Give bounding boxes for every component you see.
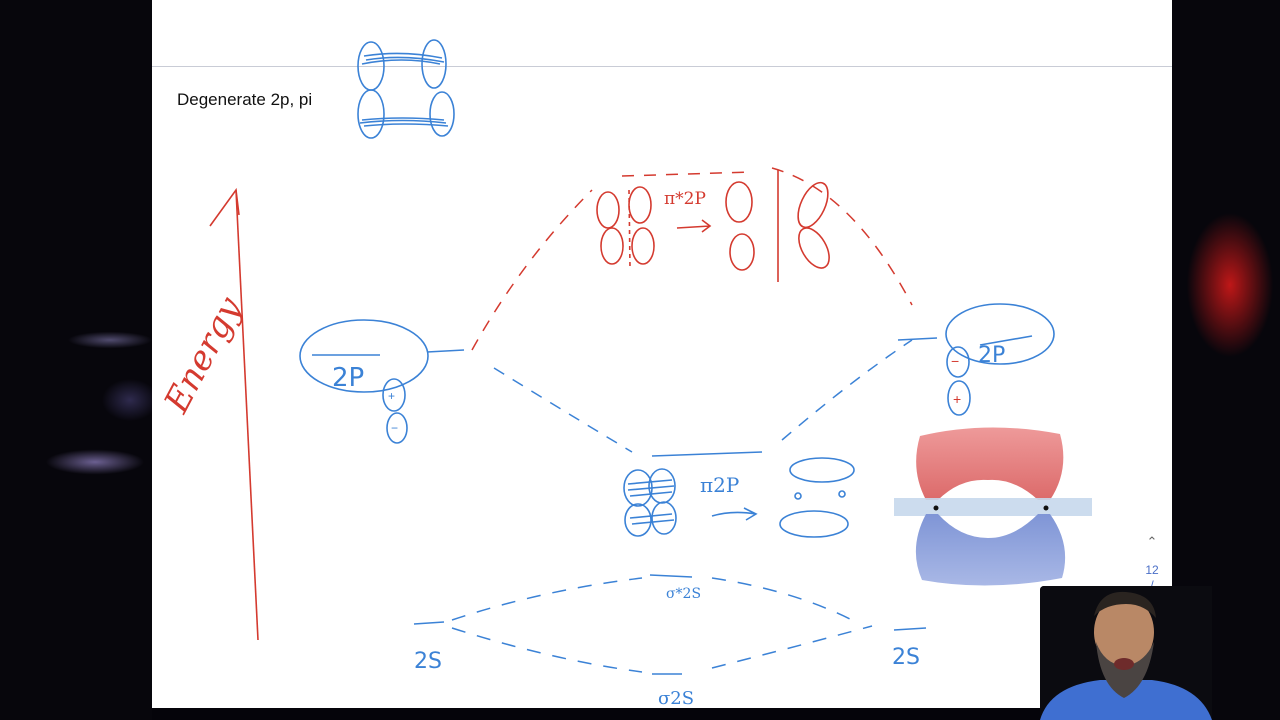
chevron-up-icon[interactable]: ⌃: [1146, 534, 1158, 549]
sigma-2s-levels: [413, 574, 927, 675]
note-title: Degenerate 2p, pi: [177, 90, 313, 109]
energy-axis: [209, 187, 259, 641]
background-left: [0, 0, 152, 720]
pi-star-label: π*2P: [664, 189, 706, 209]
right-2p-label: 2P: [978, 343, 1005, 368]
pi-label: π2P: [700, 473, 739, 497]
right-2p-orbital: [897, 303, 1055, 416]
right-2s-label: 2S: [892, 645, 920, 670]
sigma-label: σ2S: [658, 688, 694, 708]
pi-star-correlation-lines: [471, 167, 913, 351]
handwritten-mo-diagram: Energy 2P + − 2P − +: [156, 39, 1092, 708]
pi-bond-orbitals: [623, 457, 855, 538]
right-2p-plus: +: [953, 391, 961, 407]
left-2s-label: 2S: [414, 649, 442, 674]
sigma-2s-correlation-lines: [451, 577, 873, 673]
background-right: [1172, 0, 1280, 720]
right-2p-minus: −: [951, 353, 959, 369]
pi-correlation-lines: [493, 339, 913, 453]
left-2p-label: 2P: [332, 363, 364, 393]
energy-label: Energy: [156, 290, 250, 420]
degenerate-pi-sketch: [357, 39, 455, 139]
presenter-avatar: [1040, 586, 1212, 720]
pi-level-line: [651, 451, 763, 457]
current-page: 12: [1145, 563, 1159, 577]
left-2p-orbital: [299, 319, 465, 444]
pi-star-orbitals: [596, 170, 830, 282]
header-divider: [152, 66, 1172, 67]
sigma-star-label: σ*2S: [666, 586, 701, 602]
page-separator: /: [1150, 578, 1154, 592]
pi-orbital-3d-render: [894, 427, 1092, 586]
left-2p-minus: −: [391, 421, 398, 435]
presenter-webcam: [1040, 586, 1212, 720]
notes-page: Degenerate 2p, pi Energy: [152, 0, 1172, 708]
left-2p-plus: +: [388, 389, 395, 403]
